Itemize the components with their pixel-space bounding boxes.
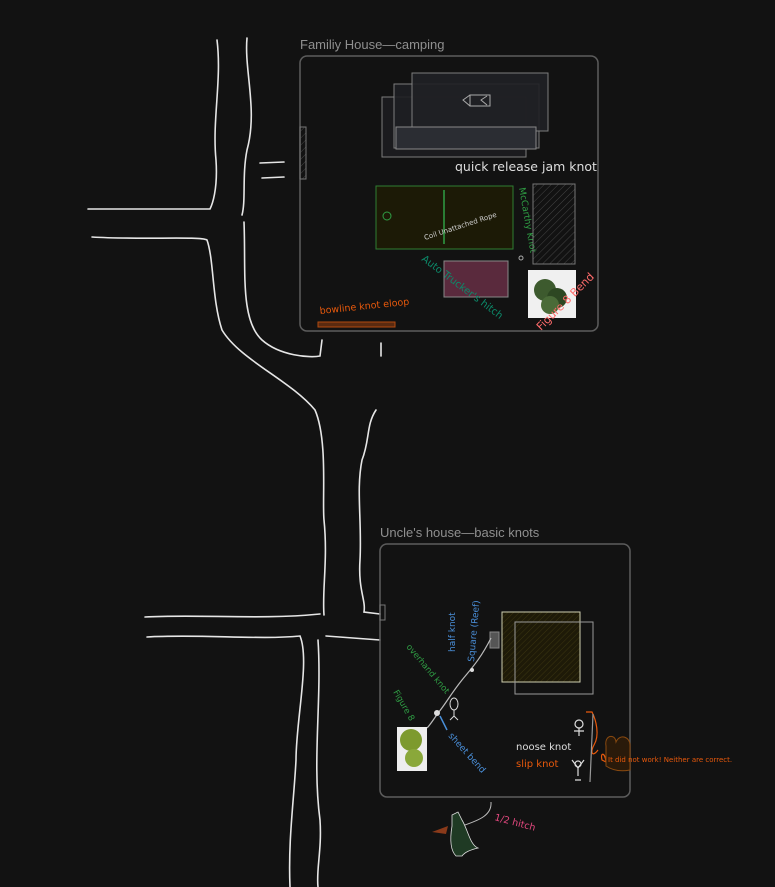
blue-connector [439,715,448,731]
label-sheet-bend: sheet bend [446,731,487,775]
mccarthy-block[interactable] [532,183,576,265]
frame-uncles-house[interactable] [379,543,631,798]
door-marker-2 [379,604,386,621]
quick-release-diagram[interactable] [381,72,549,158]
door-marker [299,126,307,180]
point-marker [470,668,474,672]
stick-figure-icon [449,697,459,721]
arrow-icon [462,94,491,107]
label-half-hitch: 1/2 hitch [493,812,536,833]
frame-title-family-house: Familiy House—camping [300,37,445,52]
ring-icon [382,211,392,221]
bowline-rope[interactable] [317,321,396,328]
square-block-outline [514,621,594,695]
label-square-reef: Square (Reef) [467,600,482,662]
frame-family-house[interactable] [299,55,599,332]
hitch-line [461,801,492,827]
label-half-knot: half knot [448,612,458,652]
tree-image[interactable] [528,270,576,318]
label-quick-release: quick release jam knot [455,159,597,174]
dragon-icon[interactable] [432,811,480,857]
knot-line[interactable] [426,637,492,729]
point-marker [518,255,524,261]
point-marker [434,710,440,716]
noose-drawing [571,711,607,783]
label-slip: slip knot [516,759,559,770]
label-figure8: Figure 8 [390,689,416,723]
label-noose: noose knot [516,742,571,753]
roads [87,37,382,887]
cloud-shape [605,735,631,772]
label-bowline: bowline knot eloop [319,297,410,317]
frame-title-uncles-house: Uncle's house—basic knots [380,525,540,540]
connector [489,631,500,649]
label-overhand: overhand knot [404,643,452,697]
comment-note: It did not work! Neither are correct. [608,756,732,764]
bush-image[interactable] [397,727,427,771]
trucker-hitch-block[interactable] [443,260,509,298]
